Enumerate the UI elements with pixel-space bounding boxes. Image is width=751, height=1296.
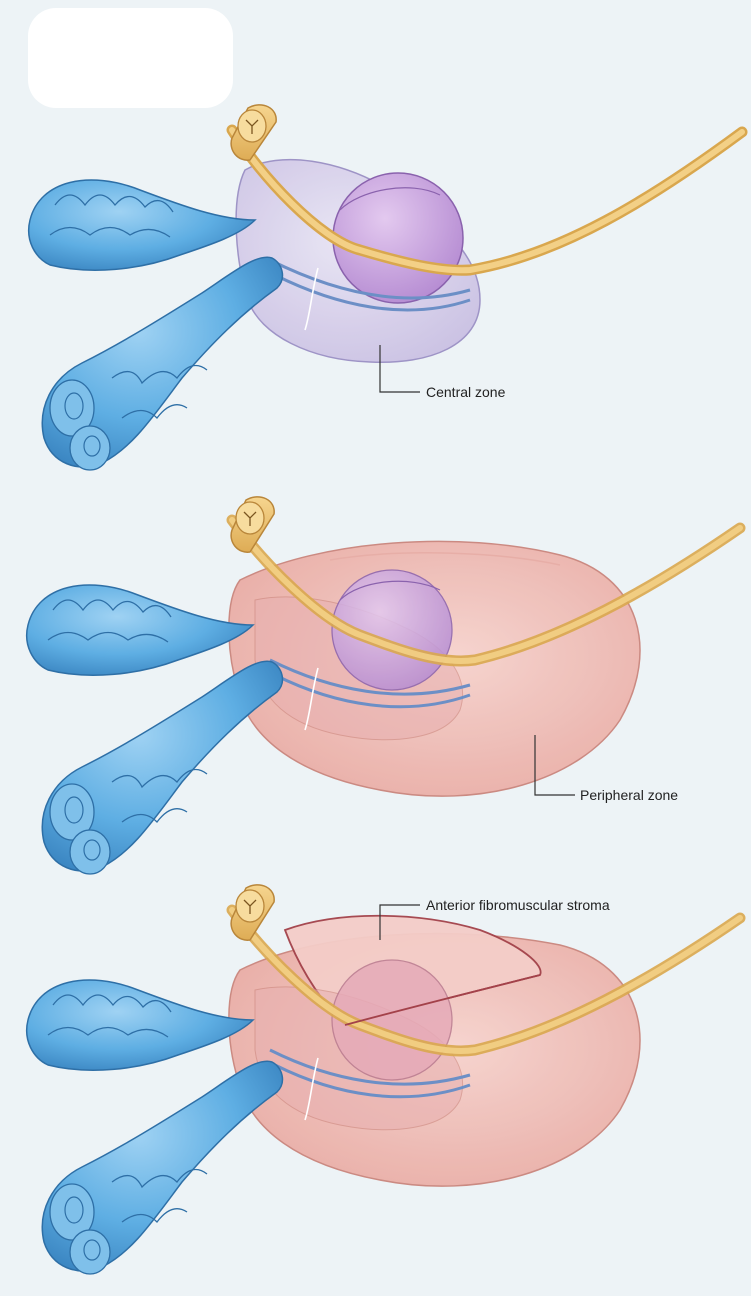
panel-central-zone: Central zone (29, 105, 742, 470)
central-zone-label: Central zone (426, 384, 506, 400)
panel-anterior-fibromuscular-stroma: Anterior fibromuscular stroma (27, 885, 740, 1274)
panel-peripheral-zone: Peripheral zone (27, 497, 740, 874)
stroma-label: Anterior fibromuscular stroma (426, 897, 610, 913)
blank-label-box (28, 8, 233, 108)
peripheral-zone-label: Peripheral zone (580, 787, 678, 803)
